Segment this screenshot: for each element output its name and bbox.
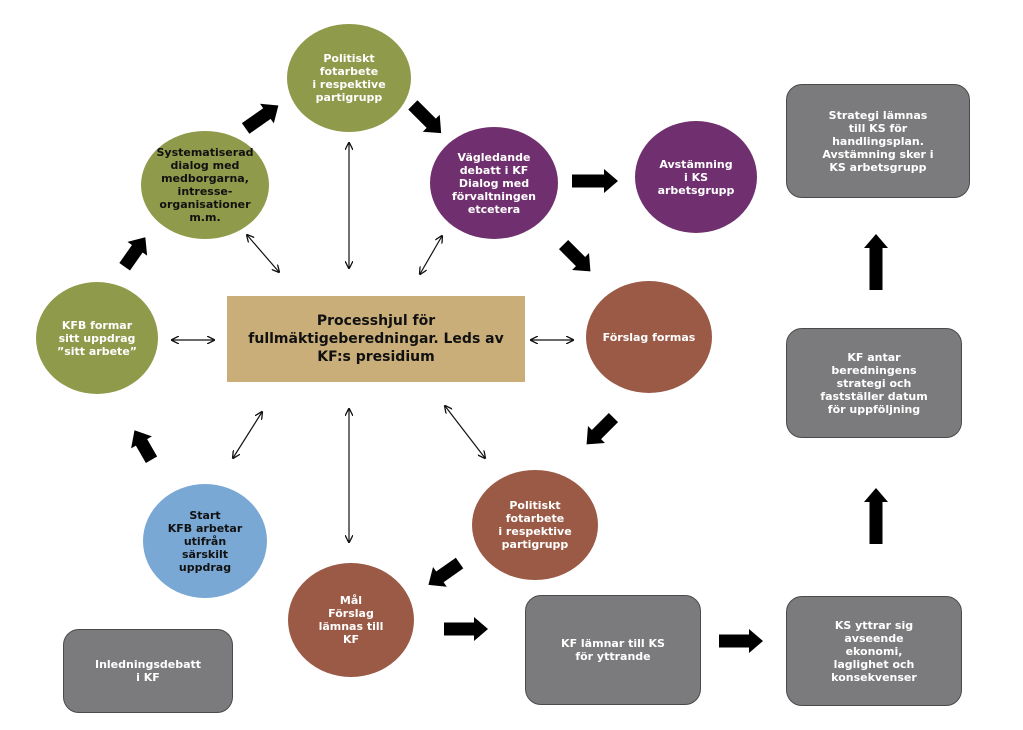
node-politiskt-fotarbete-bottom: Politiskt fotarbete i respektive partigr… (472, 470, 598, 580)
node-kfb-formar-label: KFB formar sitt uppdrag ”sitt arbete” (56, 318, 138, 358)
box-kf-lamnar: KF lämnar till KS för yttrande (525, 595, 701, 705)
block-arrow-4 (558, 239, 591, 272)
node-avstamning-ks: Avstämning i KS arbetsgrupp (635, 121, 757, 233)
block-arrow-11 (864, 488, 888, 544)
node-vagledande-debatt: Vägledande debatt i KF Dialog med förval… (430, 127, 558, 239)
node-avstamning-ks-label: Avstämning i KS arbetsgrupp (657, 157, 735, 197)
connector-bottom-right (445, 406, 485, 458)
node-systematiserad-dialog: Systematiserad dialog med medborgarna, i… (141, 131, 269, 239)
box-kf-antar: KF antar beredningens strategi och fasts… (786, 328, 962, 438)
node-start-label: Start KFB arbetar utifrån särskilt uppdr… (167, 508, 243, 574)
node-kfb-formar: KFB formar sitt uppdrag ”sitt arbete” (36, 282, 158, 394)
block-arrow-6 (131, 430, 158, 463)
block-arrow-7 (586, 412, 619, 445)
node-politiskt-fotarbete-top: Politiskt fotarbete i respektive partigr… (287, 24, 411, 132)
box-ks-yttrar: KS yttrar sig avseende ekonomi, laglighe… (786, 596, 962, 706)
node-politiskt-fotarbete-bottom-label: Politiskt fotarbete i respektive partigr… (498, 499, 572, 551)
connector-top-right (420, 236, 442, 274)
box-inledningsdebatt-label: Inledningsdebatt i KF (94, 658, 202, 684)
connector-bottom-left (233, 412, 262, 458)
box-strategi-lamnas-label: Strategi lämnas till KS för handlingspla… (822, 108, 934, 174)
node-systematiserad-dialog-label: Systematiserad dialog med medborgarna, i… (156, 146, 254, 224)
block-arrow-5 (119, 237, 148, 271)
block-arrow-10 (719, 629, 763, 653)
node-mal-forslag-label: Mål Förslag lämnas till KF (318, 594, 384, 646)
block-arrow-3 (572, 169, 618, 193)
box-ks-yttrar-label: KS yttrar sig avseende ekonomi, laglighe… (831, 618, 917, 684)
node-forslag-formas-label: Förslag formas (602, 330, 696, 344)
node-mal-forslag: Mål Förslag lämnas till KF (288, 563, 414, 677)
box-strategi-lamnas: Strategi lämnas till KS för handlingspla… (786, 84, 970, 198)
node-vagledande-debatt-label: Vägledande debatt i KF Dialog med förval… (452, 150, 536, 216)
block-arrow-2 (408, 100, 442, 134)
node-forslag-formas: Förslag formas (586, 281, 712, 393)
connector-top-left (247, 235, 279, 272)
box-inledningsdebatt: Inledningsdebatt i KF (63, 629, 233, 713)
node-politiskt-fotarbete-top-label: Politiskt fotarbete i respektive partigr… (312, 52, 386, 104)
center-process-wheel: Processhjul för fullmäktigeberedningar. … (227, 296, 525, 382)
block-arrow-12 (864, 234, 888, 290)
block-arrow-8 (428, 557, 464, 587)
block-arrow-1 (241, 103, 279, 134)
node-start: Start KFB arbetar utifrån särskilt uppdr… (143, 484, 267, 598)
box-kf-antar-label: KF antar beredningens strategi och fasts… (820, 350, 928, 416)
block-arrow-9 (444, 617, 488, 641)
box-kf-lamnar-label: KF lämnar till KS för yttrande (561, 637, 665, 663)
center-process-wheel-label: Processhjul för fullmäktigeberedningar. … (248, 313, 504, 365)
